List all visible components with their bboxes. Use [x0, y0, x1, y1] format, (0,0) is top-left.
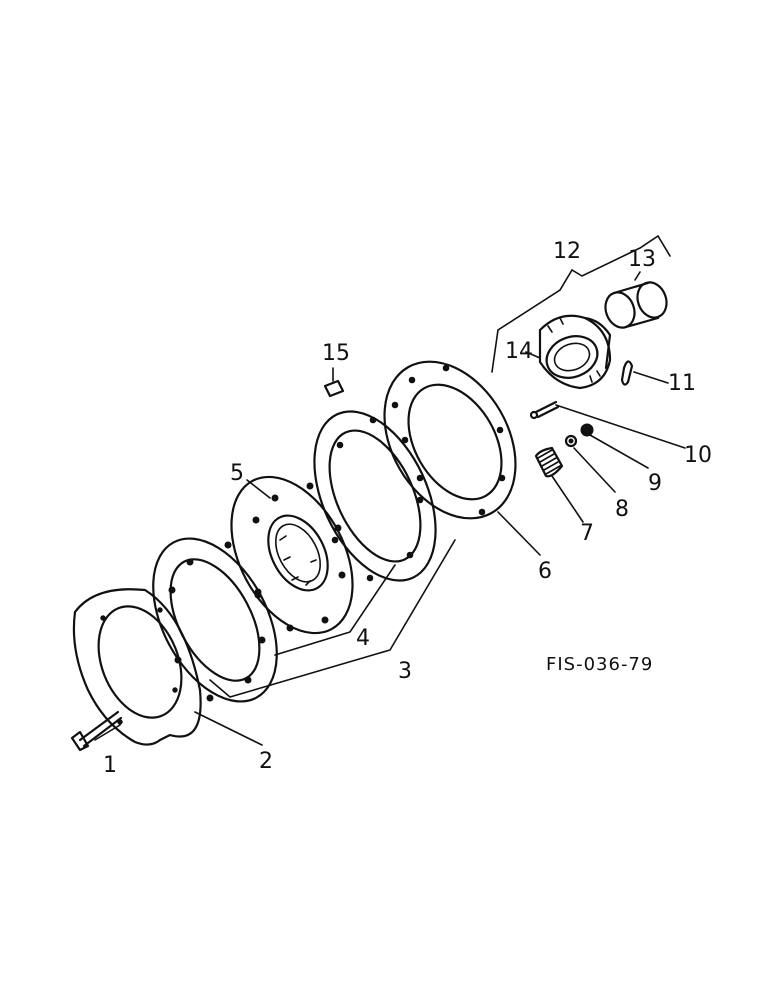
part-7-spring — [534, 446, 564, 478]
figure-code: FIS-036-79 — [546, 654, 653, 675]
leader-lines — [94, 234, 686, 746]
part-14-bearing-housing — [538, 314, 612, 390]
callout-1: 1 — [103, 753, 117, 778]
callout-5: 5 — [230, 461, 244, 486]
part-6-pressure-plate — [383, 360, 517, 520]
part-9-ball — [580, 423, 594, 437]
part-11-clip — [620, 360, 634, 386]
callout-6: 6 — [538, 559, 552, 584]
callout-3: 3 — [398, 659, 412, 684]
part-13-bushing — [604, 281, 668, 329]
part-15-key — [323, 379, 345, 398]
callout-12: 12 — [553, 239, 581, 264]
callout-8: 8 — [615, 497, 629, 522]
callout-9: 9 — [648, 471, 662, 496]
part-10-pin — [529, 400, 560, 420]
part-1-bolt — [70, 710, 123, 752]
part-5-hub-disc — [230, 475, 354, 635]
callout-4: 4 — [356, 626, 370, 651]
callout-13: 13 — [628, 247, 656, 272]
callout-11: 11 — [668, 371, 696, 396]
part-2-cover-plate — [72, 588, 202, 746]
callout-labels: 1 2 3 4 5 6 7 8 9 10 11 12 13 14 15 — [103, 239, 712, 778]
callout-15: 15 — [322, 341, 350, 366]
callout-7: 7 — [580, 521, 594, 546]
part-4-friction-disc — [313, 410, 437, 582]
callout-10: 10 — [684, 443, 712, 468]
callout-2: 2 — [259, 749, 273, 774]
callout-14: 14 — [505, 339, 533, 364]
part-3-friction-disc — [152, 537, 278, 703]
part-8-washer — [564, 434, 578, 448]
